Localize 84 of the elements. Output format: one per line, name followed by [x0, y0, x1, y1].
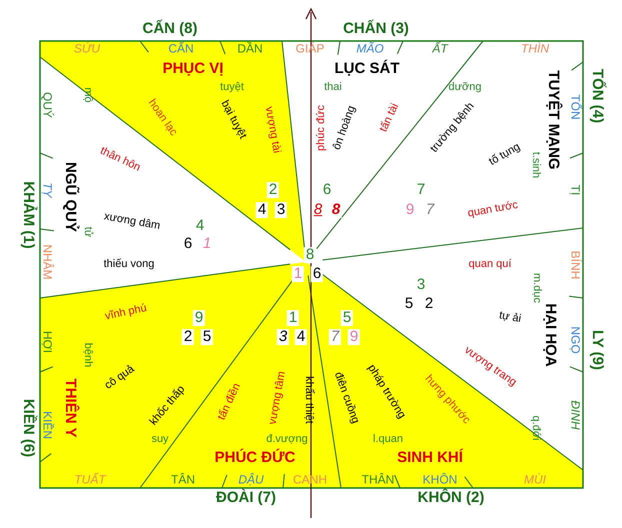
mountain-label: HỢI [40, 330, 54, 354]
stage-label: thai [324, 82, 342, 94]
star-label: tự ải [498, 310, 522, 326]
star-label: xương dâm [103, 211, 161, 233]
star-number: 1 [292, 266, 304, 282]
mountain-label: QUÝ [40, 92, 54, 118]
stage-label: mộ [81, 87, 93, 103]
star-number: 8 [312, 202, 324, 218]
star-label: vượng tài [262, 106, 282, 154]
stage-label: dưỡng [448, 82, 482, 94]
stage-label: tuyệt [220, 82, 244, 94]
star-label: bại tuyệt [218, 98, 248, 142]
star-number: 2 [266, 182, 280, 198]
star-number: 8 [330, 202, 342, 218]
mountain-label: KIỀN [40, 411, 54, 439]
mountain-label: TÂN [171, 474, 195, 486]
sector-name: SINH KHÍ [397, 450, 463, 466]
star-number: 4 [256, 202, 268, 218]
direction-label: ĐOÀI (7) [216, 490, 276, 506]
stage-label: đ.vượng [266, 434, 308, 446]
star-label: tố tụng [488, 142, 522, 168]
sector-name: PHÚC ĐỨC [214, 450, 296, 466]
mountain-label: CẤN [168, 42, 194, 56]
direction-label: KHÔN (2) [418, 490, 484, 506]
star-number: 3 [274, 202, 288, 218]
direction-label: LY (9) [589, 330, 605, 370]
direction-label: KIỀN (6) [20, 398, 36, 458]
star-label: tấn điền [216, 382, 244, 422]
stage-label: m.dục [530, 273, 542, 303]
mountain-label: MÃO [356, 42, 384, 56]
stage-label: t.sinh [529, 152, 541, 178]
stage-label: bệnh [81, 342, 93, 368]
mountain-label: TUẤT [74, 474, 106, 486]
mountain-label: BÍNH [568, 250, 582, 280]
direction-label: CẤN (8) [142, 21, 198, 37]
star-label: tấn tài [378, 102, 402, 134]
star-number: 5 [200, 329, 214, 345]
direction-label: KHẢM (1) [20, 181, 36, 249]
mountain-label: DẬU [238, 474, 264, 486]
direction-label: CHẤN (3) [343, 21, 409, 37]
star-number: 1 [286, 310, 300, 326]
mountain-label: SỬU [74, 42, 100, 56]
star-label: thiếu vong [104, 259, 154, 271]
star-number: 4 [294, 329, 308, 345]
stage-label: q.đới [529, 416, 541, 440]
star-label: phúc đức [316, 105, 328, 151]
sector-name: PHỤC VỊ [162, 61, 224, 77]
star-label: cô quả [103, 364, 137, 392]
mountain-label: ĐINH [568, 400, 582, 430]
star-label: vĩnh phú [104, 302, 148, 324]
sector-name: NGŨ QUỶ [62, 162, 78, 232]
sector-name: THIÊN Y [62, 378, 78, 438]
sector-name: HẠI HỌA [542, 303, 558, 367]
star-number: 2 [182, 329, 194, 345]
star-label: vượng tâm [268, 370, 288, 426]
mountain-label: NGỌ [568, 326, 582, 354]
mountain-label: DẦN [237, 42, 263, 56]
star-label: điên cuồng [331, 370, 361, 426]
star-number: 7 [328, 329, 342, 345]
mountain-label: ẤT [432, 42, 448, 56]
star-number: 8 [304, 247, 316, 263]
star-number: 9 [192, 310, 206, 326]
star-number: 5 [340, 310, 354, 326]
mountain-label: TỊ [568, 184, 582, 196]
direction-label: TỐN (4) [589, 68, 605, 124]
star-label: khẩu thiệt [302, 376, 314, 424]
mountain-label: THÌN [521, 42, 549, 56]
mountain-label: THÂN [362, 474, 394, 486]
star-number: 9 [348, 329, 360, 345]
sector-name: LỤC SÁT [334, 61, 400, 77]
mountain-label: KHÔN [422, 474, 458, 486]
mountain-label: TỴ [40, 182, 54, 198]
stage-label: tử [81, 226, 93, 238]
star-label: quan quí [468, 259, 512, 271]
star-number: 3 [276, 329, 290, 345]
stage-label: suy [151, 434, 169, 446]
mountain-label: MÙI [524, 474, 546, 486]
star-label: thân hôn [98, 146, 142, 174]
mountain-label: TỐN [568, 94, 582, 120]
star-label: quan tước [467, 200, 519, 220]
stage-label: l.quan [373, 434, 403, 446]
sector-name: TUYỆT MẠNG [545, 70, 561, 170]
mountain-label: NHÂM [40, 244, 54, 280]
star-number: 6 [310, 266, 324, 282]
